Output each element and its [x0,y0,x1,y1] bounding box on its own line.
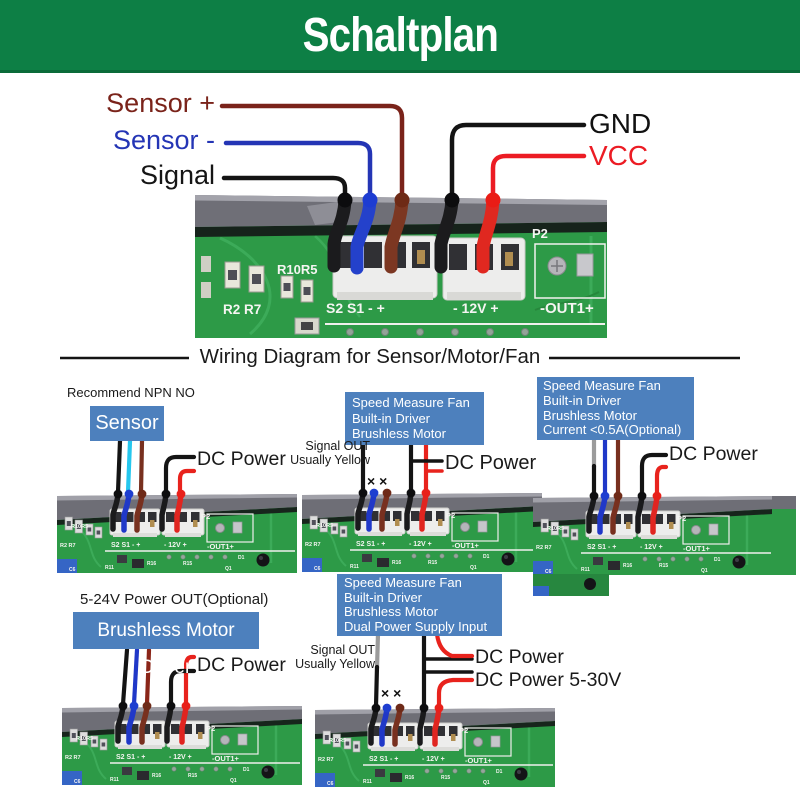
diagram-fan-dual-wires [373,631,475,709]
banner: Schaltplan [0,0,800,73]
sensor-box: Sensor [90,406,164,441]
gnd-line [449,122,587,196]
fan-current-box-line4: Current <0.5A(Optional) [543,422,682,438]
label-sensor-minus: Sensor - [112,125,215,155]
sensor-note: Recommend NPN NO [67,385,195,400]
fan-current-box-line1: Speed Measure Fan [543,378,661,393]
fan-dual-power-label2: DC Power 5-30V [475,669,622,691]
fan-dual-power-label1: DC Power [475,646,564,668]
fan-dual-pcb-photo [315,704,555,787]
sensor-plus-line [219,103,405,196]
fan-dual-signal-note1: Signal OUT [310,643,375,657]
fan-basic-box: Speed Measure Fan Built-in Driver Brushl… [345,392,484,445]
fan-current-pcb-extension [533,496,796,596]
label-vcc: VCC [589,140,649,171]
main-photo-group [195,103,607,339]
label-signal: Signal [139,160,215,190]
fan-dual-box-line3: Brushless Motor [344,604,438,619]
fan-current-pcb-photo [533,492,773,575]
banner-title: Schaltplan [302,8,498,62]
fan-current-box-line2: Built-in Driver [543,392,622,408]
motor-driver-box: Brushless Motor Driver [73,612,259,678]
sensor-power-label: DC Power [197,448,286,470]
fan-basic-box-line2: Built-in Driver [352,410,431,426]
fan-current-power-label: DC Power [669,443,758,465]
fan-basic-signal-note2: Usually Yellow [290,453,370,467]
fan-basic-signal-note1: Signal OUT [305,439,370,453]
diagram-sensor-wires [115,438,197,495]
sensor-minus-line [223,140,373,196]
fan-basic-pcb-photo [302,489,542,572]
diagram-motor-driver-wires [120,647,197,707]
signal-line [221,175,348,196]
main-pcb-photo [195,193,607,339]
fan-basic-box-line3: Brushless Motor [352,426,446,441]
vcc-line [490,153,587,197]
fan-dual-box: Speed Measure Fan Built-in Driver Brushl… [337,574,502,636]
fan-dual-nc-marks: ×× [381,685,406,701]
fan-dual-box-line1: Speed Measure Fan [344,575,462,590]
fan-dual-box-line2: Built-in Driver [344,589,423,605]
label-gnd: GND [589,108,652,139]
diagram-fan-basic-wires [360,442,444,494]
fan-dual-box-line4: Dual Power Supply Input [344,618,488,634]
fan-current-box-line3: Brushless Motor [543,407,637,423]
sensor-pcb-photo [57,490,297,573]
fan-basic-power-label: DC Power [445,452,537,474]
label-leader-lines [219,103,587,197]
divider-title: Wiring Diagram for Sensor/Motor/Fan [199,345,541,368]
motor-driver-pcb-photo [62,702,302,785]
fan-current-box: Speed Measure Fan Built-in Driver Brushl… [537,377,694,441]
fan-basic-nc-marks: ×× [367,473,392,489]
fan-dual-signal-note2: Usually Yellow [295,657,375,671]
diagram-fan-current-wires [591,436,669,497]
motor-driver-power-label: DC Power [197,654,286,676]
motor-driver-note: 5-24V Power OUT(Optional) [80,591,269,608]
label-sensor-plus: Sensor + [106,88,215,118]
fan-basic-box-line1: Speed Measure Fan [352,395,470,410]
